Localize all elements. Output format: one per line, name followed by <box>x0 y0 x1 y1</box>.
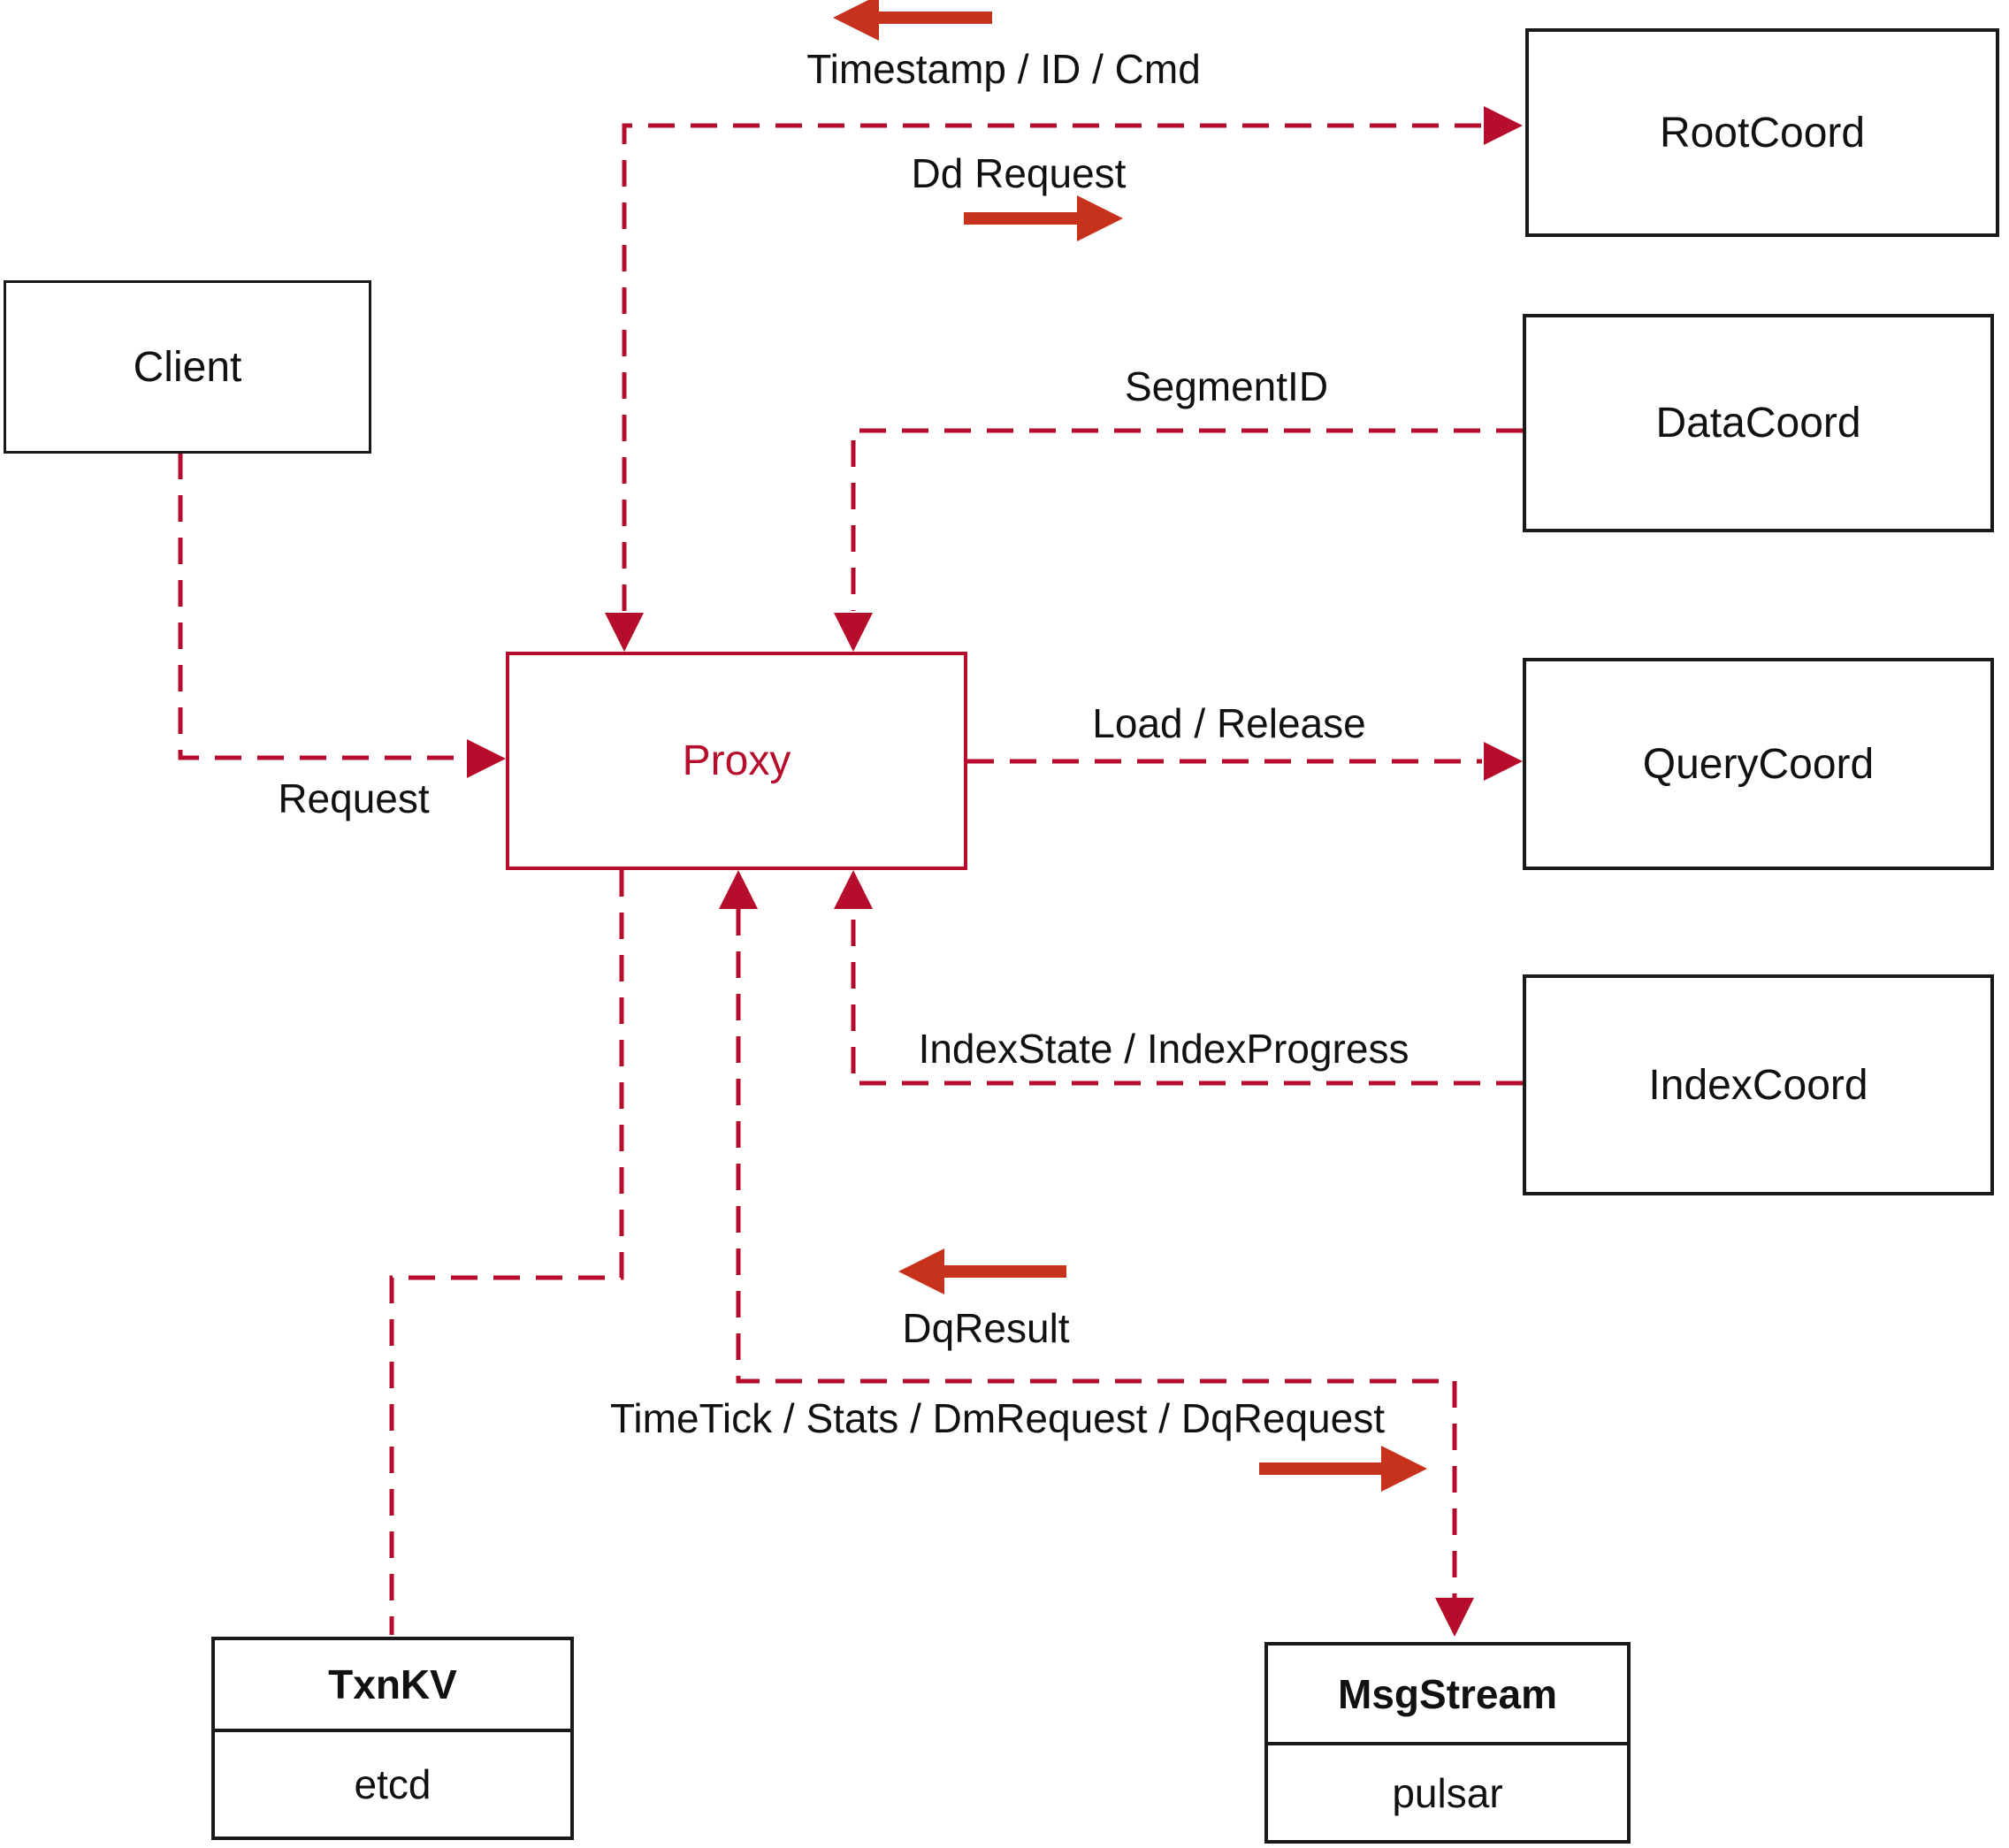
node-datacoord-label: DataCoord <box>1655 400 1861 447</box>
edge-label-load-release: Load / Release <box>1092 700 1366 746</box>
arrowhead-into-proxy-bottom-left <box>719 870 758 909</box>
arrowhead-into-proxy-top-right <box>834 613 873 652</box>
connector-proxy-msgstream <box>736 909 1457 1598</box>
direction-arrow-left-timestamp <box>833 0 992 41</box>
direction-arrow-right-timetick <box>1259 1446 1427 1492</box>
edge-label-indexstate: IndexState / IndexProgress <box>918 1026 1409 1072</box>
node-rootcoord-label: RootCoord <box>1659 109 1866 157</box>
node-txnkv: TxnKV etcd <box>211 1637 574 1840</box>
edge-label-dd-request: Dd Request <box>911 150 1127 196</box>
direction-arrow-right-dd-request <box>964 195 1123 241</box>
edge-label-timetick: TimeTick / Stats / DmRequest / DqRequest <box>610 1395 1385 1441</box>
node-client-label: Client <box>133 343 242 391</box>
node-proxy: Proxy <box>506 652 967 870</box>
arrowhead-into-proxy-left <box>467 739 506 778</box>
edge-label-dqresult: DqResult <box>902 1305 1070 1351</box>
node-msgstream: MsgStream pulsar <box>1264 1642 1631 1844</box>
node-datacoord: DataCoord <box>1523 314 1994 532</box>
node-msgstream-title: MsgStream <box>1268 1646 1627 1745</box>
node-txnkv-title: TxnKV <box>215 1640 570 1732</box>
node-client: Client <box>4 280 371 454</box>
direction-arrow-left-dqresult <box>898 1249 1066 1294</box>
edge-label-request: Request <box>278 775 430 821</box>
edge-label-timestamp: Timestamp / ID / Cmd <box>806 46 1201 92</box>
arrowhead-into-msgstream <box>1435 1598 1474 1637</box>
connector-client-proxy <box>178 453 465 760</box>
node-txnkv-impl: etcd <box>354 1761 432 1807</box>
node-indexcoord-label: IndexCoord <box>1648 1061 1868 1109</box>
connector-datacoord-proxy <box>851 428 1523 611</box>
arrowhead-into-proxy-top-left <box>605 613 644 652</box>
node-msgstream-impl: pulsar <box>1392 1769 1503 1816</box>
node-querycoord-label: QueryCoord <box>1642 740 1875 788</box>
connector-proxy-txnkv <box>389 870 624 1635</box>
node-querycoord: QueryCoord <box>1523 658 1994 870</box>
connector-proxy-rootcoord <box>622 123 1482 611</box>
node-proxy-label: Proxy <box>682 737 791 784</box>
node-rootcoord: RootCoord <box>1525 28 1999 237</box>
arrowhead-into-rootcoord <box>1484 106 1523 145</box>
node-indexcoord: IndexCoord <box>1523 974 1994 1195</box>
connector-indexcoord-proxy <box>851 909 1523 1086</box>
edge-label-segmentid: SegmentID <box>1124 363 1329 409</box>
arrowhead-into-proxy-bottom-right <box>834 870 873 909</box>
arrowhead-into-querycoord <box>1484 742 1523 781</box>
